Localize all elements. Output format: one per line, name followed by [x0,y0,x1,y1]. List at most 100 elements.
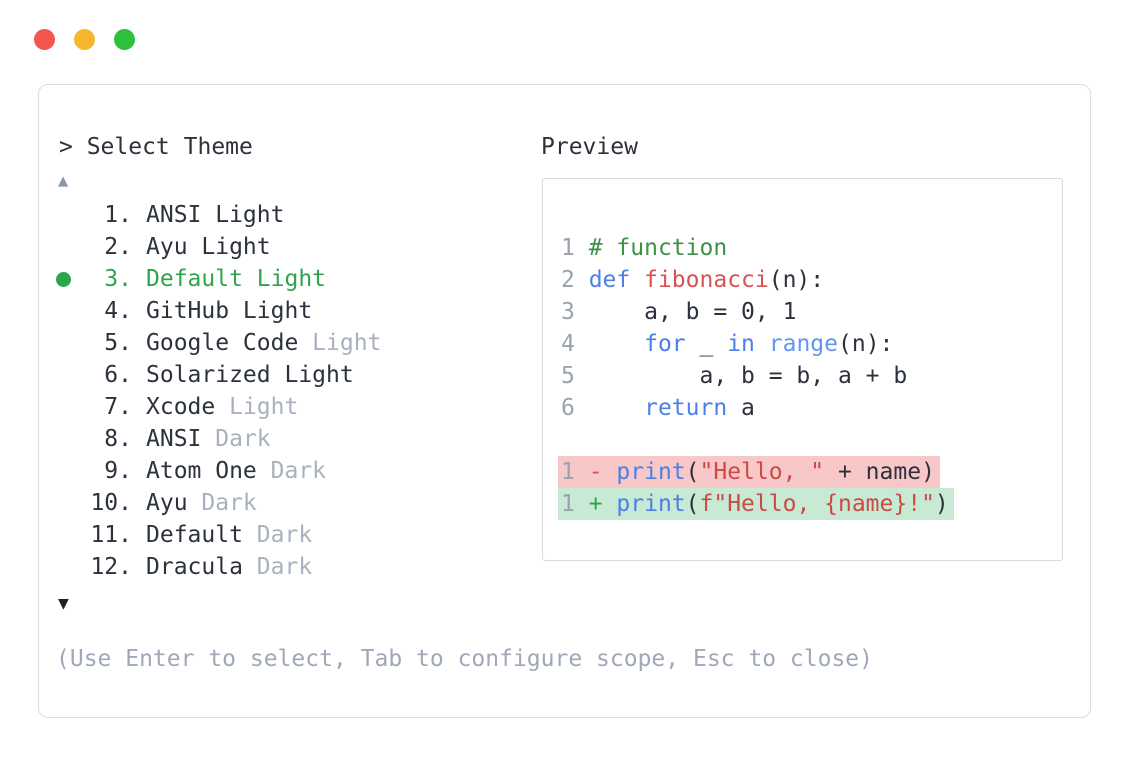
code-token: "Hello, " [699,459,825,485]
item-number: 3. [104,266,132,292]
code-token: + name) [824,459,935,485]
item-number: 12. [90,554,132,580]
theme-list-item[interactable]: 3. Default Light [39,263,519,295]
line-number: 6 [561,395,589,421]
theme-list-item[interactable]: 6. Solarized Light [39,359,519,391]
item-number: 2. [104,234,132,260]
item-variant-muted: Dark [256,458,327,484]
item-label: GitHub Light [146,298,313,324]
code-token: (n): [768,267,825,293]
line-number: 4 [561,331,589,357]
code-line: 4 for _ in range(n): [561,328,1062,360]
item-gutter [39,271,90,287]
code-token: for [644,331,686,357]
code-line: 3 a, b = 0, 1 [561,296,1062,328]
code-token [755,331,769,357]
diff-line-removed: 1 - print("Hello, " + name) [558,456,1062,488]
theme-list-item[interactable]: 4.GitHub Light [39,295,519,327]
code-token: range [768,331,838,357]
item-label: Default [146,522,243,548]
code-token [589,331,644,357]
item-label: ANSI [146,426,202,452]
theme-list: 1. ANSI Light 2. Ayu Light 3. Default Light 4.… [39,199,519,583]
code-token: print [616,491,686,517]
line-number: 2 [561,267,589,293]
item-variant-muted: Light [215,394,299,420]
code-token: ( [685,491,700,517]
item-label: Google Code [146,330,299,356]
item-number: 5. [104,330,132,356]
item-number: 11. [90,522,132,548]
zoom-window-icon[interactable] [114,29,135,50]
theme-list-item[interactable]: 9.Atom One Dark [39,455,519,487]
item-variant-muted: Dark [242,522,313,548]
code-token: ( [685,459,700,485]
diff-highlight: 1 + print(f"Hello, {name}!") [558,488,954,520]
code-token: (n): [838,331,894,357]
code-token: a [727,395,755,421]
code-line: 2 def fibonacci(n): [561,264,1062,296]
theme-list-item[interactable]: 12.Dracula Dark [39,551,519,583]
line-number: 1 [561,459,589,485]
item-number: 9. [104,458,132,484]
code-token: a, b = b, a + b [588,363,908,389]
code-token: return [644,395,728,421]
item-number: 8. [104,426,132,452]
diff-line-added: 1 + print(f"Hello, {name}!") [558,488,1062,520]
item-variant-muted: Dark [242,554,313,580]
line-number: 1 [561,491,589,517]
code-token: ) [934,491,949,517]
scroll-up-icon[interactable]: ▲ [58,171,69,191]
theme-list-item[interactable]: 11. Default Dark [39,519,519,551]
item-number: 7. [104,394,132,420]
code-token: a, b = 0, 1 [588,299,797,325]
code-line: 6 return a [561,392,1062,424]
code-line: 1 # function [561,232,1062,264]
item-label: Xcode [146,394,216,420]
help-hint: (Use Enter to select, Tab to configure s… [56,646,873,672]
line-number: 1 [561,235,589,261]
theme-list-item[interactable]: 1. ANSI Light [39,199,519,231]
code-token [630,267,644,293]
theme-list-item[interactable]: 8. ANSI Dark [39,423,519,455]
theme-list-item[interactable]: 5. Google Code Light [39,327,519,359]
diff-sign: - [588,459,617,485]
item-label: Default Light [146,266,327,292]
item-number: 1. [104,202,132,228]
diff-highlight: 1 - print("Hello, " + name) [558,456,940,488]
scroll-down-icon[interactable]: ▼ [58,593,69,614]
code-token: in [727,331,755,357]
item-number: 6. [104,362,132,388]
code-token: f"Hello, {name}!" [699,491,935,517]
close-window-icon[interactable] [34,29,55,50]
code-token: fibonacci [644,267,769,293]
item-variant-muted: Light [298,330,382,356]
diff-sign: + [588,491,617,517]
item-variant-muted: Dark [201,426,271,452]
item-label: Solarized Light [146,362,354,388]
item-variant-muted: Dark [187,490,257,516]
theme-list-item[interactable]: 2. Ayu Light [39,231,519,263]
item-number: 10. [90,490,132,516]
line-number: 5 [561,363,589,389]
selected-bullet-icon [56,271,71,287]
code-line: 5 a, b = b, a + b [561,360,1062,392]
window-controls [34,29,135,50]
item-label: Ayu [146,490,188,516]
line-number: 3 [561,299,589,325]
code-token: # function [588,235,728,261]
selector-prompt: > Select Theme [59,134,253,160]
item-label: Ayu Light [146,234,271,260]
code-token: _ [685,331,728,357]
code-token: def [588,267,631,293]
minimize-window-icon[interactable] [74,29,95,50]
code-token: print [616,459,686,485]
item-label: ANSI Light [146,202,285,228]
theme-list-item[interactable]: 10. Ayu Dark [39,487,519,519]
theme-list-item[interactable]: 7. Xcode Light [39,391,519,423]
code-token [589,395,644,421]
code-line [561,424,1062,456]
